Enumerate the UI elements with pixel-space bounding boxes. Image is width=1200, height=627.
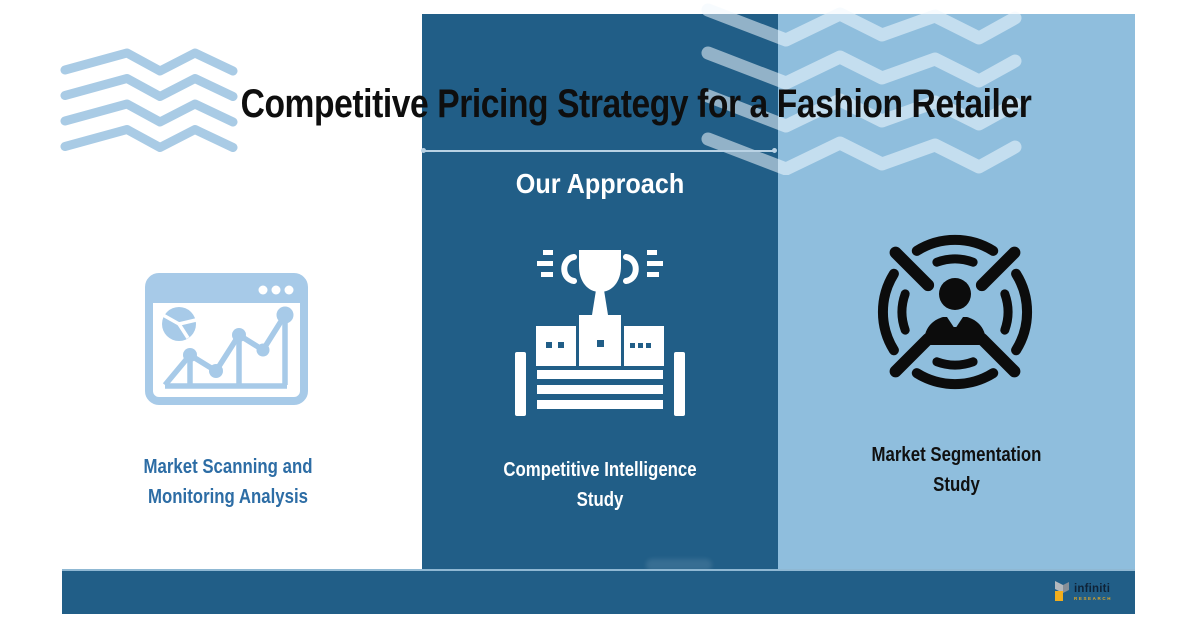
divider-end-dot-right: [772, 148, 777, 153]
label-line: Study: [933, 474, 980, 496]
logo-name: infiniti: [1074, 583, 1111, 595]
label-line: Study: [576, 489, 624, 511]
page-title: Competitive Pricing Strategy for a Fashi…: [240, 82, 1032, 126]
label-line: Market Scanning and: [143, 456, 313, 478]
smudge-artifact: [646, 559, 712, 571]
browser-analytics-icon: [145, 273, 308, 405]
title-divider-line: [425, 150, 775, 152]
label-market-scanning: Market Scanning and Monitoring Analysis: [123, 452, 333, 512]
infiniti-logo-icon: [1055, 581, 1069, 601]
label-market-segmentation: Market Segmentation Study: [807, 440, 1107, 500]
divider-end-dot-left: [421, 148, 426, 153]
trophy-podium-icon: [515, 250, 685, 416]
label-competitive-intelligence: Competitive Intelligence Study: [450, 455, 749, 515]
label-line: Market Segmentation: [871, 444, 1042, 466]
label-line: Monitoring Analysis: [148, 486, 308, 508]
section-heading: Our Approach: [515, 168, 685, 199]
logo-subtitle: RESEARCH: [1074, 596, 1113, 601]
target-audience-icon: [877, 234, 1033, 390]
infiniti-logo: infiniti RESEARCH: [1053, 580, 1112, 604]
label-line: Competitive Intelligence: [503, 459, 697, 481]
footer-bar: [62, 569, 1135, 614]
